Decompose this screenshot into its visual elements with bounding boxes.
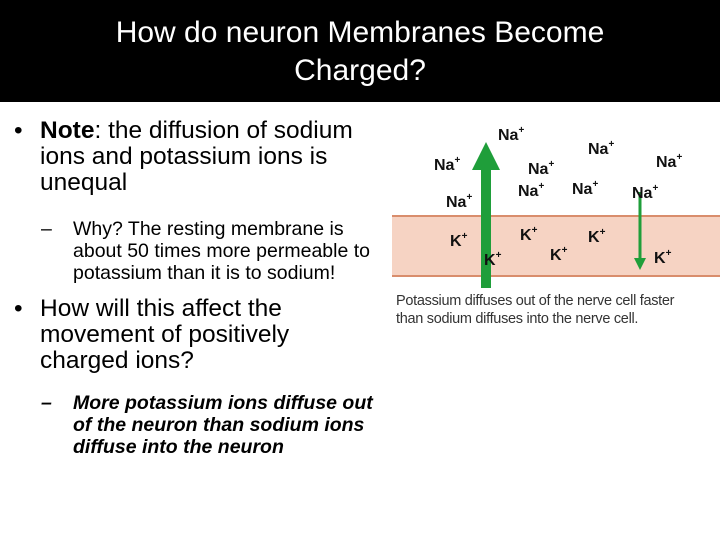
dash-marker: – <box>41 392 52 414</box>
diagram-caption: Potassium diffuses out of the nerve cell… <box>396 292 720 328</box>
sodium-ion-label: Na+ <box>518 181 544 200</box>
bullet-note-text: : the diffusion of sodium ions and potas… <box>40 117 353 196</box>
potassium-arrow-down <box>634 192 646 270</box>
subbullet-why: – Why? The resting membrane is about 50 … <box>41 218 383 284</box>
bullet-marker: • <box>14 295 23 322</box>
slide-body: • Note: the diffusion of sodium ions and… <box>0 117 390 459</box>
title-bar <box>0 0 720 102</box>
subbullet-answer-text: More potassium ions diffuse out of the n… <box>73 392 373 458</box>
sodium-ion-label: Na+ <box>498 125 524 144</box>
bullet-note: • Note: the diffusion of sodium ions and… <box>14 117 380 196</box>
sodium-ion-label: Na+ <box>588 139 614 158</box>
bullet-note-bold: Note <box>40 117 95 144</box>
sodium-ion-label: Na+ <box>572 179 598 198</box>
membrane-band <box>392 215 720 277</box>
sodium-ion-label: Na+ <box>434 155 460 174</box>
sodium-ion-label: Na+ <box>632 183 658 202</box>
ion-diffusion-diagram: Na+Na+Na+Na+Na+Na+Na+Na+Na+K+K+K+K+K+K+ <box>392 125 720 288</box>
caption-line-1: Potassium diffuses out of the nerve cell… <box>396 293 675 309</box>
caption-line-2: than sodium diffuses into the nerve cell… <box>396 311 639 327</box>
bullet-question-text: How will this affect the movement of pos… <box>40 295 290 374</box>
sodium-ion-label: Na+ <box>446 192 472 211</box>
dash-marker: – <box>41 218 52 240</box>
subbullet-why-text: Why? The resting membrane is about 50 ti… <box>73 218 370 284</box>
title-line-2: Charged? <box>294 54 426 87</box>
subbullet-answer: – More potassium ions diffuse out of the… <box>41 392 383 458</box>
sodium-arrow-up <box>472 142 500 288</box>
sodium-ion-label: Na+ <box>656 152 682 171</box>
title-line-1: How do neuron Membranes Become <box>115 16 605 49</box>
bullet-marker: • <box>14 117 23 144</box>
bullet-question: • How will this affect the movement of p… <box>14 295 380 374</box>
slide-title: How do neuron Membranes Become Charged? <box>0 14 720 90</box>
sodium-ion-label: Na+ <box>528 159 554 178</box>
